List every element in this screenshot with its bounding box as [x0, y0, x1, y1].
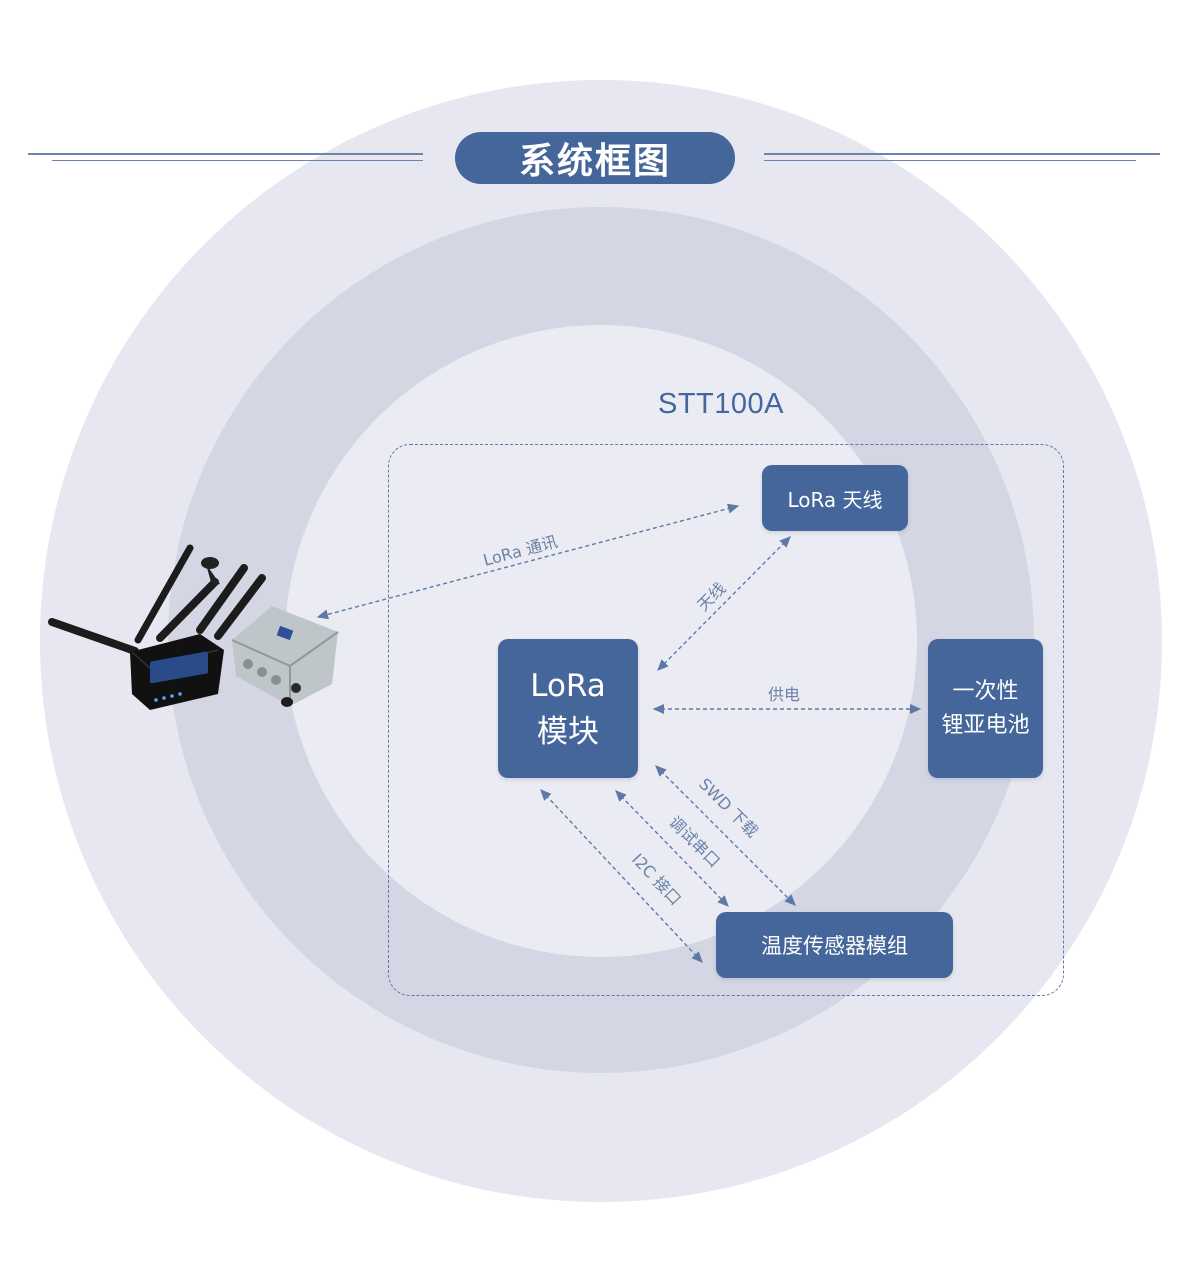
node-battery: 一次性 锂亚电池 — [928, 639, 1043, 778]
sensor-box-image — [231, 606, 339, 707]
node-battery-label: 一次性 锂亚电池 — [941, 678, 1030, 738]
system-label: STT100A — [658, 388, 784, 420]
diagram-title: 系统框图 — [455, 132, 735, 184]
edge-label-i2c: I2C 接口 — [628, 850, 685, 909]
node-sensor-module: 温度传感器模组 — [716, 912, 953, 978]
link-antenna — [657, 536, 791, 671]
title-rule-left-bottom — [52, 160, 423, 161]
system-boundary — [388, 444, 1064, 996]
title-rule-right-bottom — [764, 160, 1136, 161]
node-lora-antenna: LoRa 天线 — [762, 465, 908, 531]
edge-label-debug-uart: 调试串口 — [665, 812, 724, 871]
node-lora-module: LoRa 模块 — [498, 639, 638, 778]
node-lora-antenna-label: LoRa 天线 — [787, 487, 883, 512]
edge-label-antenna: 天线 — [693, 579, 729, 615]
node-lora-module-label: LoRa 模块 — [530, 667, 606, 750]
link-i2c — [540, 789, 703, 963]
gateway-image — [48, 544, 266, 710]
edge-label-swd: SWD 下载 — [695, 774, 762, 841]
node-sensor-module-label: 温度传感器模组 — [761, 934, 908, 958]
title-rule-left-top — [28, 153, 423, 155]
edge-label-power: 供电 — [768, 685, 800, 704]
link-lora-comm — [316, 503, 740, 620]
title-rule-right-top — [764, 153, 1160, 155]
